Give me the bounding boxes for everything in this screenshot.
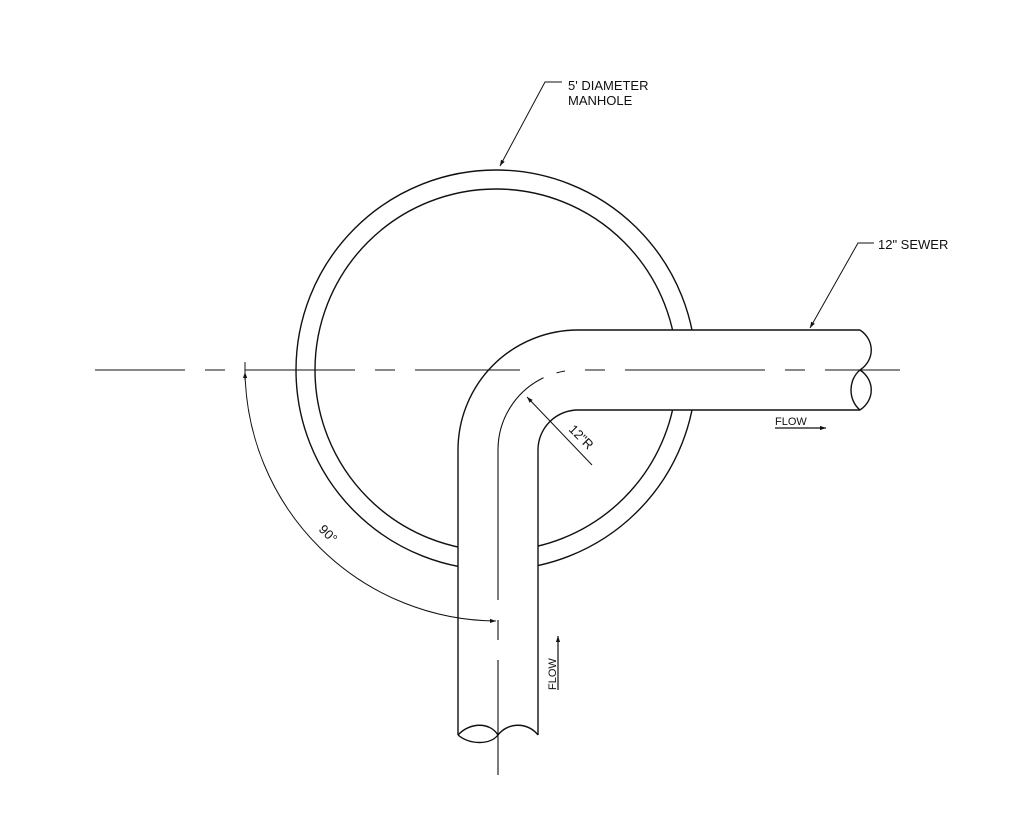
angle-dimension-arc	[242, 371, 497, 624]
radius-leader	[526, 396, 593, 466]
sewer-pipe-mask	[458, 330, 860, 735]
flow-label-horizontal: FLOW	[775, 416, 807, 428]
centerlines	[95, 369, 900, 775]
angle-label: 90°	[316, 522, 341, 547]
manhole-leader	[499, 81, 562, 167]
manhole-label-line2: MANHOLE	[568, 93, 633, 108]
sewer-leader	[809, 242, 874, 329]
radius-label: 12"R	[566, 422, 597, 453]
manhole-label-line1: 5' DIAMETER	[568, 78, 649, 93]
flow-label-vertical: FLOW	[547, 658, 559, 690]
sewer-label: 12" SEWER	[878, 237, 948, 252]
